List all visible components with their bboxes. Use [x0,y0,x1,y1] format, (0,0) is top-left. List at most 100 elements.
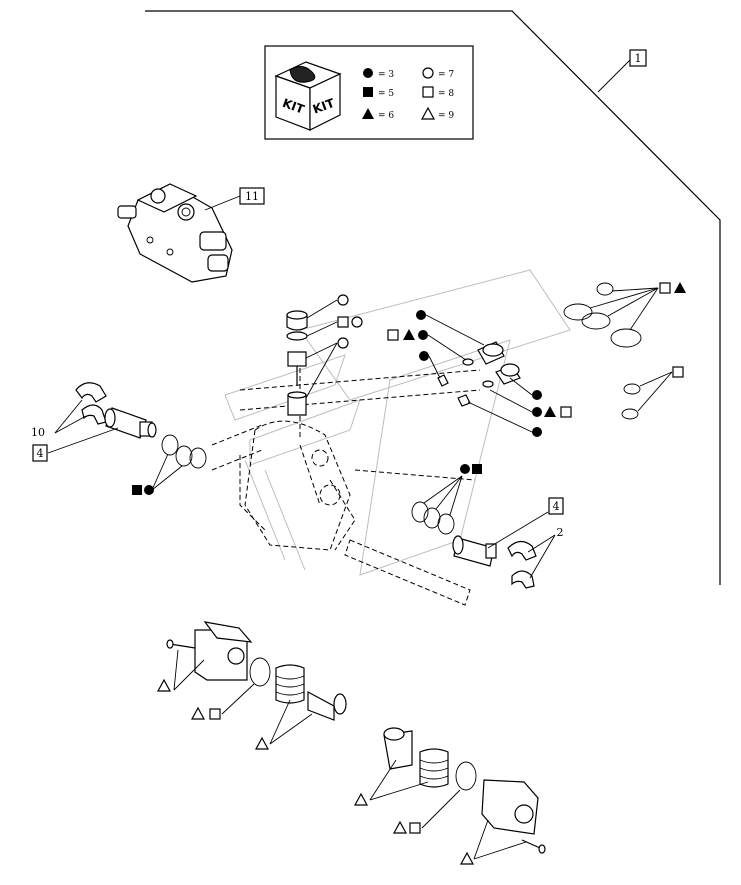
right-spool-filled-circle-a-icon [532,390,542,400]
relief-left-spring-leader-a [269,699,291,745]
relief-right-open-triangle-icon [353,792,369,806]
orings-right-leader-c [449,475,463,516]
legend-box: KIT KIT = 3 = 7 = 5 = 8 = 6 = 9 [264,45,474,140]
orings-lower-leader-b [637,371,673,412]
relief-right-bolt-leader-b [473,841,527,860]
bracket-left-leader-b [54,415,87,434]
legend-filled-circle-icon [363,68,373,78]
right-spool-filled-triangle-icon [544,406,556,417]
legend-value-filled-circle: = 3 [378,70,394,80]
relief-right-leader-b [369,781,429,801]
relief-right-seal-leader [421,789,461,829]
left-connector-illustration [104,407,157,439]
orings-left-leader-b [151,465,183,491]
orings-upper-leader-d [629,287,659,331]
orings-lower-leader-a [639,371,673,387]
orings-left-leader-a [151,453,169,491]
bracket-left-leader-a [54,399,83,434]
valve-section-dashed-outline [211,360,481,606]
plunger-pin-filled-circle-icon [419,351,429,361]
control-valve-body-illustration [117,183,233,283]
relief-left-cap-leader [173,659,205,691]
upper-right-orings-illustration [563,282,642,420]
orings-upper-leader-b [589,287,659,309]
callout-valve-body: 11 [245,190,259,203]
top-oring-leader [306,321,338,337]
legend-value-filled-triangle: = 6 [378,111,394,121]
top-oring-open-circle-icon [351,316,363,328]
assembly-bracket-line [145,10,721,585]
orings-right-leader-b [435,475,463,510]
legend-value-filled-square: = 5 [378,89,394,99]
legend-open-circle-icon [422,67,434,79]
callout-bracket-right: 2 [557,526,564,539]
legend-open-triangle-icon [420,106,436,120]
plunger-mid-filled-triangle-icon [403,329,415,340]
valve-body-leader [204,195,241,211]
relief-left-open-triangle-icon [156,678,172,692]
top-valve-open-circle-icon [337,337,349,349]
orings-upper-leader-c [607,287,659,317]
top-plug-illustration [286,310,308,416]
callout-bracket-left: 10 [31,426,45,439]
orings-right-filled-circle-icon [460,464,470,474]
legend-value-open-circle: = 7 [438,70,454,80]
left-bracket-illustration [75,382,107,425]
relief-right-seal-open-triangle-icon [392,820,408,834]
relief-right-bolt-leader-a [473,819,489,860]
orings-left-filled-circle-icon [144,485,154,495]
callout-box-connector-left [32,444,48,462]
orings-lower-open-square-icon [672,366,684,378]
relief-left-bolt-leader [173,649,179,691]
orings-right-filled-square-icon [472,464,482,474]
top-valve-leader-a [305,342,338,359]
plunger-mid-filled-circle-icon [418,330,428,340]
relief-left-spring-leader-b [269,713,313,745]
orings-right-leader-a [423,475,463,504]
plunger-top-filled-circle-icon [416,310,426,320]
right-orings-illustration [411,501,455,535]
right-spool-leader-a [509,377,533,396]
relief-left-seal-open-square-icon [209,708,221,720]
relief-left-seal-leader [221,683,255,715]
top-plug-leader [306,299,338,319]
connector-right-leader [487,511,549,549]
top-valve-leader-b [305,342,338,399]
legend-value-open-square: = 8 [438,89,454,99]
lower-right-relief-cap-illustration [383,727,546,854]
orings-upper-open-square-icon [659,282,671,294]
top-plug-open-circle-icon [337,294,349,306]
relief-right-leader-a [369,759,397,801]
upper-right-plunger-illustration [437,341,521,407]
lower-left-relief-cap-illustration [166,621,347,721]
relief-right-bolt-open-triangle-icon [459,851,475,865]
plunger-pin-leader [428,355,441,379]
right-spool-filled-circle-b-icon [532,407,542,417]
plunger-top-leader [425,314,485,346]
callout-box-assembly [629,49,647,67]
callout-connector-left: 4 [37,447,44,460]
kit-cube-icon: KIT KIT [274,61,342,131]
right-bracket-illustration [507,540,537,589]
orings-upper-leader-a [611,287,659,292]
legend-value-open-triangle: = 9 [438,111,454,121]
right-spool-leader-c [467,401,533,433]
orings-upper-filled-triangle-icon [674,282,686,293]
left-orings-illustration [161,434,207,469]
orings-left-filled-square-icon [132,485,142,495]
connector-left-leader [47,427,119,454]
bracket-right-leader-b [529,534,556,579]
legend-filled-triangle-icon [362,108,374,119]
relief-left-spring-open-triangle-icon [254,736,270,750]
watermark-logo [224,269,571,576]
legend-filled-square-icon [363,87,373,97]
right-spool-filled-circle-c-icon [532,427,542,437]
plunger-mid-open-square-icon [387,329,399,341]
callout-box-valve-body [239,187,265,205]
relief-right-seal-open-square-icon [409,822,421,834]
callout-box-connector-right [548,497,564,515]
callout-connector-right: 4 [553,500,560,513]
plunger-mid-leader [427,334,467,361]
right-connector-illustration [452,535,497,567]
